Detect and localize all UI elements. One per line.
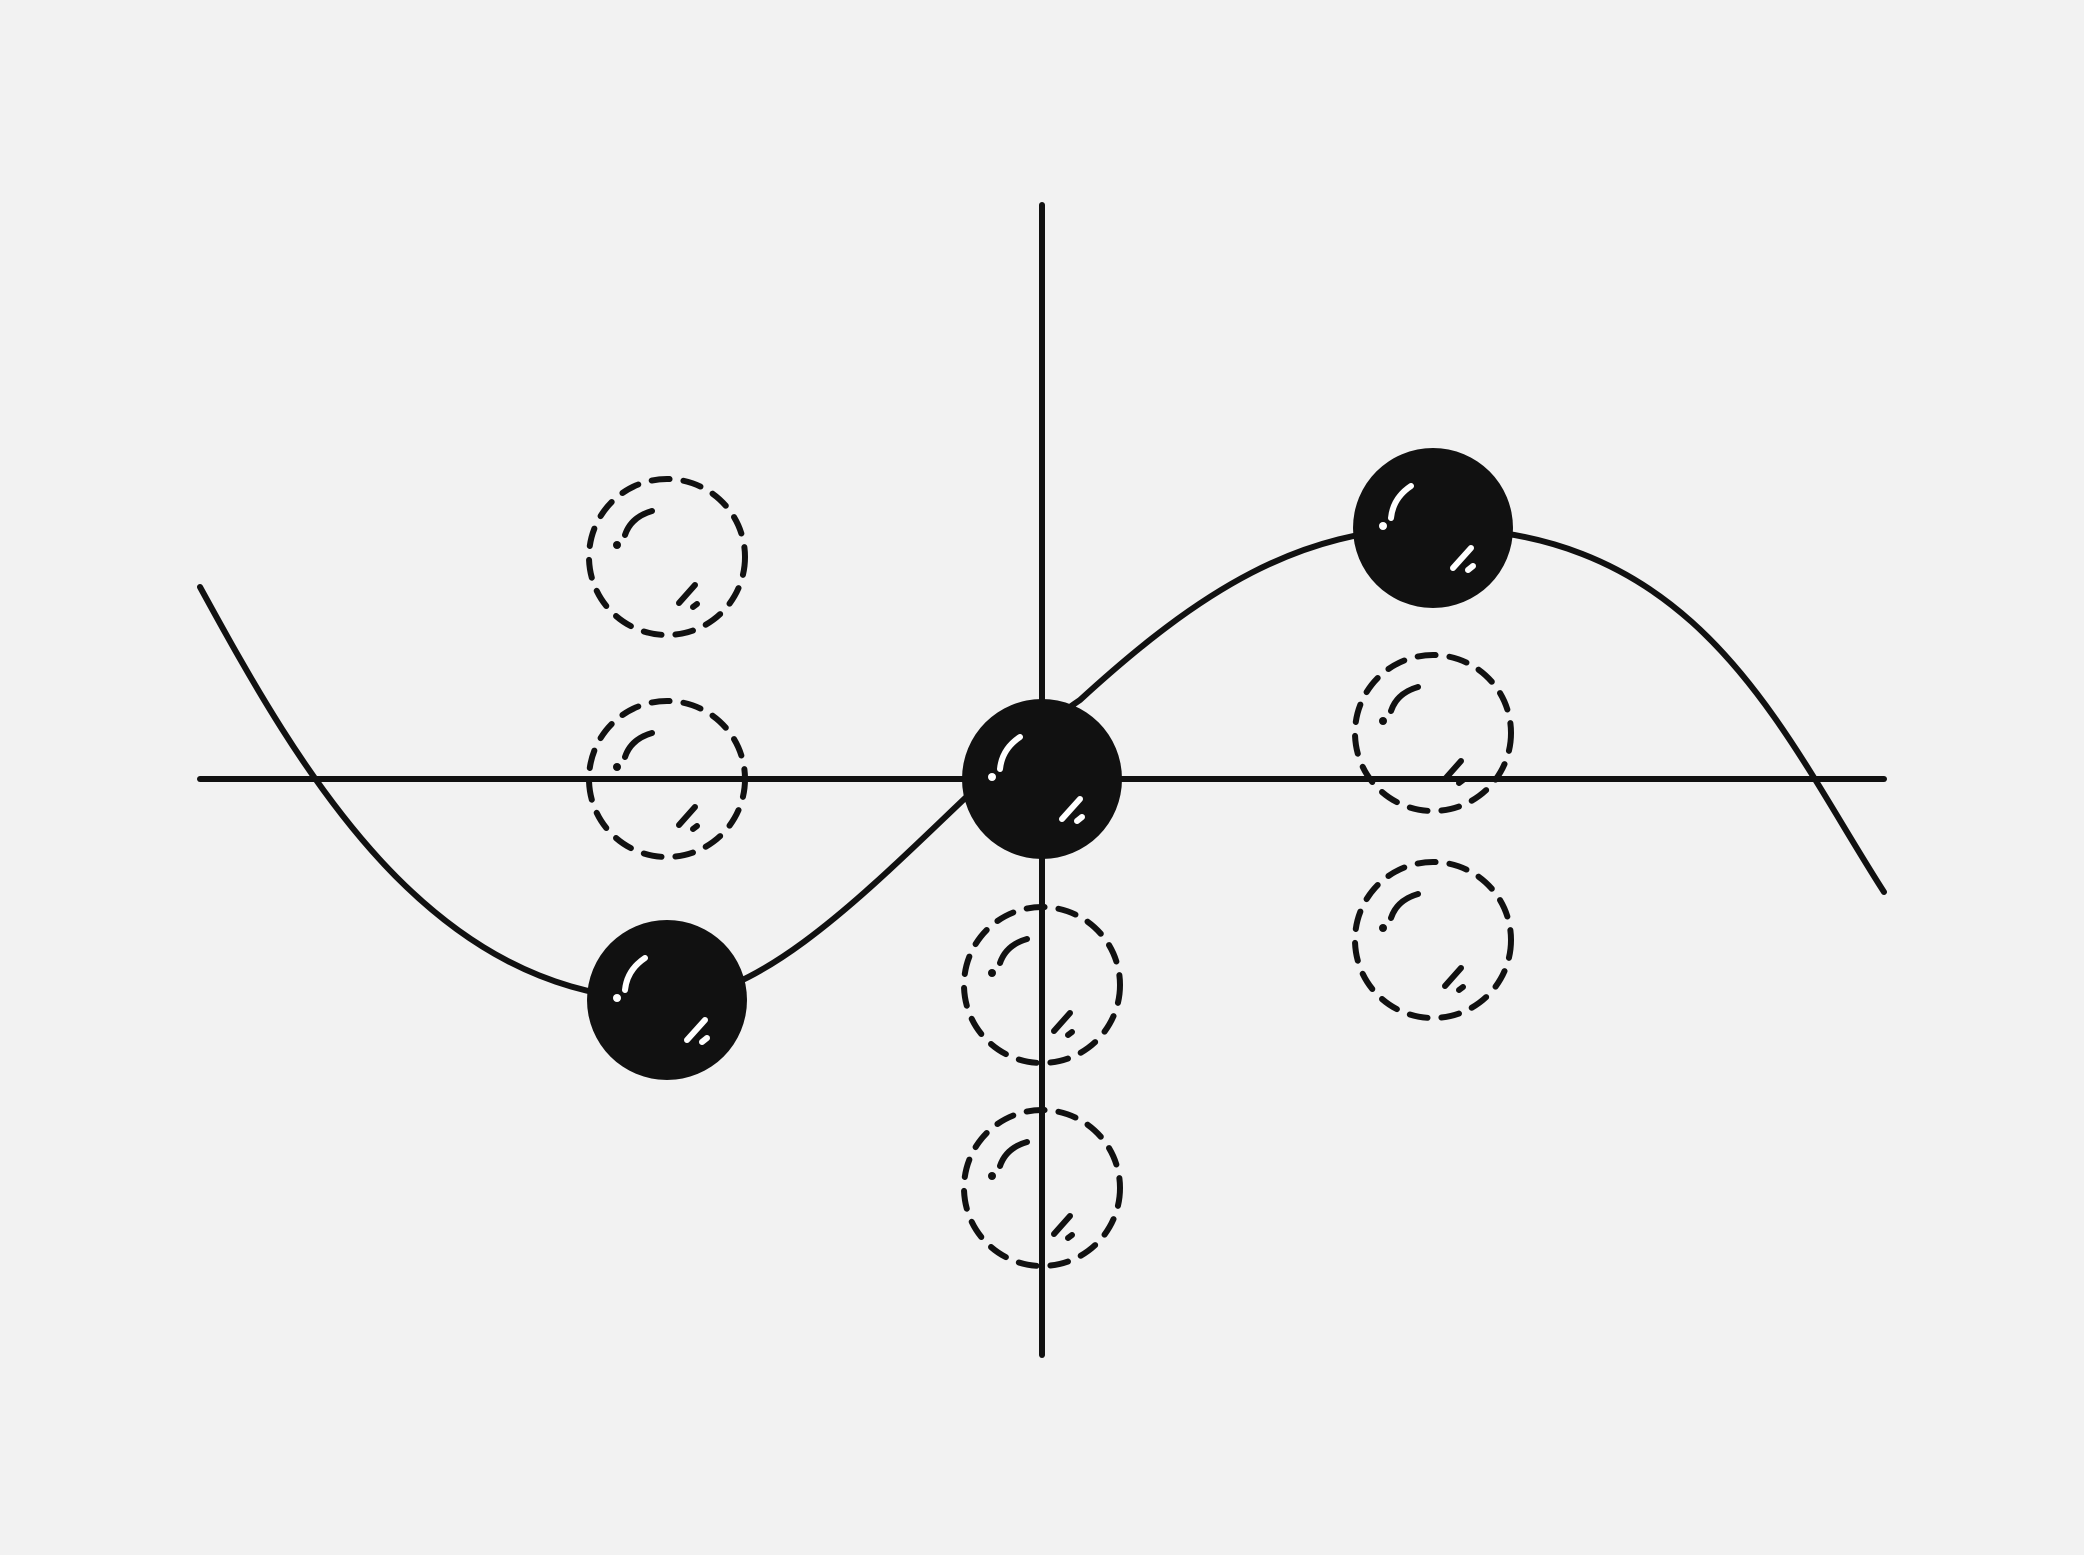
ghost-ball-icon: [1355, 862, 1511, 1018]
solid-ball-icon: [1353, 448, 1513, 608]
solid-ball-icon: [587, 920, 747, 1080]
ghost-ball-icon: [1355, 655, 1511, 811]
solid-ball-icon: [962, 699, 1122, 859]
ghost-ball-icon: [589, 479, 745, 635]
